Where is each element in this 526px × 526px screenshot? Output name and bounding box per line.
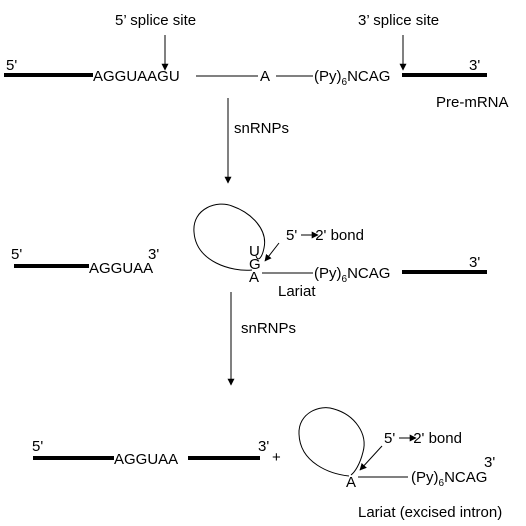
- reaction-arrow-2-label: snRNPs: [241, 320, 296, 337]
- three-prime-end-label-2: 3': [469, 254, 480, 271]
- spliced-exon-sequence: AGGUAA: [114, 451, 178, 468]
- splice-site-3-label: 3’ splice site: [358, 12, 439, 29]
- bond-pointer-arrow: [264, 242, 280, 262]
- py-subscript-3: 6: [439, 478, 445, 489]
- reaction-arrow-1-label: snRNPs: [234, 120, 289, 137]
- splice-site-5-label: 5’ splice site: [115, 12, 196, 29]
- bond-label-3: 5' 2' bond: [384, 430, 462, 447]
- py-subscript: 6: [342, 77, 348, 88]
- polypyrimidine-tract-2: (Py)6NCAG: [314, 265, 390, 285]
- py-subscript-2: 6: [342, 274, 348, 285]
- branch-point-a: A: [260, 68, 270, 85]
- lariat-label: Lariat: [278, 283, 316, 300]
- py-text: (Py): [314, 68, 342, 85]
- five-prime-end-label-2: 5': [11, 246, 22, 263]
- bond-label: 5' 2' bond: [286, 227, 364, 244]
- py-ncag-3: NCAG: [444, 469, 487, 486]
- bond-2-label: 2' bond: [315, 227, 364, 244]
- premrna-label: Pre-mRNA: [436, 94, 509, 111]
- py-ncag-2: NCAG: [347, 265, 390, 282]
- bond-2-label-3: 2' bond: [413, 430, 462, 447]
- lariat-branch-a: A: [249, 269, 259, 286]
- stage-premrna: 5’ splice site 3’ splice site 5' AGGUAAG…: [4, 12, 509, 111]
- five-prime-end-label: 5': [6, 57, 17, 74]
- py-ncag: NCAG: [347, 68, 390, 85]
- exon-1-sequence: AGGUAA: [89, 260, 153, 277]
- three-prime-end-label: 3': [469, 57, 480, 74]
- excised-intron-three-prime: 3': [484, 454, 495, 471]
- polypyrimidine-tract-3: (Py)6NCAG: [411, 469, 487, 489]
- exon-1-three-prime-label: 3': [148, 246, 159, 263]
- excised-lariat-loop: [298, 407, 365, 477]
- lariat-u: U: [249, 243, 260, 260]
- bond-5-label: 5': [286, 227, 297, 244]
- lariat-g: G: [249, 256, 261, 273]
- polypyrimidine-tract: (Py)6NCAG: [314, 68, 390, 88]
- stage-products: 5' AGGUAA 3' + A 5'2' bond (Py)6NCAG 3' …: [32, 407, 502, 521]
- plus-sign: +: [272, 449, 281, 466]
- py-text-3: (Py): [411, 469, 439, 486]
- spliced-three-prime-label: 3': [258, 438, 269, 455]
- bond-5-label-3: 5': [384, 430, 395, 447]
- five-splice-sequence: AGGUAAGU: [93, 68, 180, 85]
- excised-lariat-a: A: [346, 474, 356, 491]
- stage-lariat-intermediate: 5' AGGUAA 3' U G A 5' 2' bond (Py)6NCAG 3…: [11, 203, 487, 300]
- py-text-2: (Py): [314, 265, 342, 282]
- five-prime-end-label-3: 5': [32, 438, 43, 455]
- excised-lariat-label: Lariat (excised intron): [358, 504, 502, 521]
- bond-pointer-arrow-3: [359, 445, 383, 471]
- lariat-loop: [193, 203, 266, 271]
